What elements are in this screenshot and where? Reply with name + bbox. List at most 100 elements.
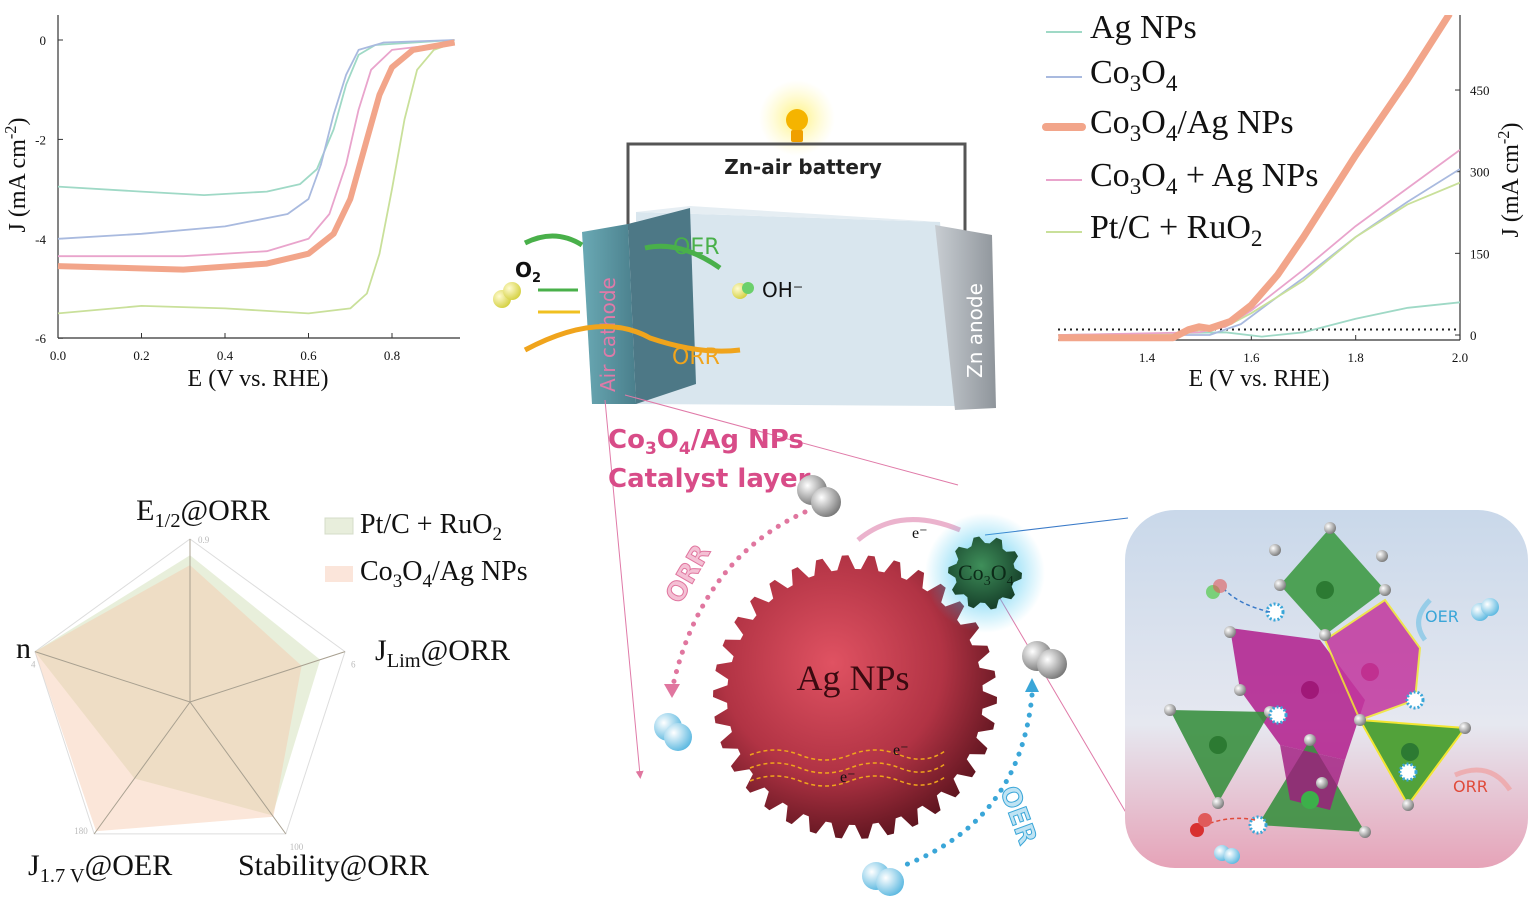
svg-text:Co3O4 + Ag NPs: Co3O4 + Ag NPs xyxy=(1090,157,1318,200)
orr-structure-label: ORR xyxy=(1453,777,1488,796)
y-axis-label: J (mA cm-2) xyxy=(1494,123,1524,238)
ag-nps-label: Ag NPs xyxy=(796,658,909,698)
oer-structure-label: OER xyxy=(1425,607,1459,626)
x-tick-label: 1.4 xyxy=(1139,350,1156,365)
co3o4-gear xyxy=(948,536,1022,610)
hydroxide-label: OH⁻ xyxy=(762,278,803,302)
legend-item-co3o4-ag-composite: Co3O4/Ag NPs xyxy=(1042,104,1294,147)
metal-atom xyxy=(1361,663,1379,681)
hydroxide-molecule-icon xyxy=(654,713,692,751)
legend: Ag NPs Co3O4 Co3O4/Ag NPs Co3O4 + Ag NPs… xyxy=(1042,9,1318,252)
vacancy-site xyxy=(1405,690,1425,710)
metal-atom xyxy=(1301,681,1319,699)
oxygen-atom xyxy=(1379,584,1391,596)
oxygen-atom xyxy=(1269,544,1281,556)
radar-axis xyxy=(93,701,191,835)
vacancy-site xyxy=(1268,705,1288,725)
co3o4-label: Co3O4 xyxy=(958,560,1014,589)
orr-arrow-icon xyxy=(1454,767,1513,792)
catalyst-layer-subtitle: Catalyst layer xyxy=(608,464,811,494)
oxygen-atom xyxy=(1402,799,1414,811)
zn-anode-label: Zn anode xyxy=(963,283,987,378)
y-tick-label: -4 xyxy=(35,232,46,247)
air-cathode-side xyxy=(628,208,696,404)
vacancy-site xyxy=(1248,815,1268,835)
y-tick-label: 300 xyxy=(1470,165,1490,180)
x-axis-label: E (V vs. RHE) xyxy=(1189,366,1330,392)
radar-area-co_ag_composite xyxy=(34,565,302,832)
series-line-co3o4 xyxy=(57,39,455,240)
radar-axis-max-label: 4 xyxy=(31,660,36,670)
oer-arrow xyxy=(644,243,722,271)
legend-swatch-ptc-ruo2 xyxy=(324,517,354,535)
electron-transfer-arrow xyxy=(856,517,961,542)
radar-axis-max-label: 100 xyxy=(290,842,304,852)
orr-arrow xyxy=(523,323,741,354)
x-axis-label: E (V vs. RHE) xyxy=(188,366,329,392)
oxygen-atom xyxy=(1359,826,1371,838)
svg-text:Co3O4/Ag NPs: Co3O4/Ag NPs xyxy=(1090,104,1294,147)
hydroxide-molecule-icon xyxy=(1471,598,1499,621)
svg-text:Pt/C + RuO2: Pt/C + RuO2 xyxy=(1090,209,1262,252)
svg-text:Ag NPs: Ag NPs xyxy=(1090,9,1197,46)
o2-molecule-icon xyxy=(797,475,841,517)
battery-title: Zn-air battery xyxy=(724,155,882,179)
oer-arrow-icon xyxy=(1416,598,1432,642)
tetrahedron xyxy=(1170,710,1270,803)
zn-air-battery-schematic: Zn-air battery Air cathode Zn anode OER … xyxy=(493,80,996,410)
svg-text:Co3O4: Co3O4 xyxy=(1090,54,1178,97)
hydroxide-molecule-icon xyxy=(862,862,904,896)
oxygen-atom xyxy=(1376,550,1388,562)
series-line-ag xyxy=(57,39,455,196)
radar-axis xyxy=(189,651,346,703)
orr-dotted-arrow xyxy=(669,509,808,693)
vacancy-site xyxy=(1398,762,1418,782)
series-line-ptc_ruo2 xyxy=(1058,181,1460,336)
radar-area-ptc_ruo2 xyxy=(34,555,321,816)
oxygen-atom xyxy=(1324,522,1336,534)
y-tick-label: 150 xyxy=(1470,246,1490,261)
oer-label: OER xyxy=(673,235,720,260)
x-tick-label: 0.4 xyxy=(217,348,234,363)
catalyst-layer-title: Co3O4/Ag NPs xyxy=(608,425,804,459)
radar-axis-label-n: n xyxy=(16,632,31,665)
electron-label: e⁻ xyxy=(893,742,909,759)
series-line-co3o4 xyxy=(1058,168,1460,336)
radar-axis-max-label: 180 xyxy=(74,826,88,836)
zoom-line xyxy=(624,394,959,486)
y-tick-label: 0 xyxy=(1470,328,1477,343)
oxygen-atom xyxy=(1234,684,1246,696)
orr-arrowhead-icon xyxy=(664,684,680,698)
series-line-ag xyxy=(1058,301,1460,338)
x-tick-label: 0.2 xyxy=(133,348,149,363)
radar-outline xyxy=(34,538,346,835)
air-cathode xyxy=(582,224,636,404)
oxygen-atom xyxy=(1212,797,1224,809)
hydroxide-icon xyxy=(732,282,754,299)
zn-anode xyxy=(935,225,996,410)
octahedron xyxy=(1280,745,1345,810)
electron-label: e⁻ xyxy=(840,769,856,786)
x-tick-label: 1.6 xyxy=(1243,350,1260,365)
oxygen-atom xyxy=(1164,704,1176,716)
radar-axis-label-stability: Stability@ORR xyxy=(238,849,429,882)
legend-item-co3o4: Co3O4 xyxy=(1046,54,1178,97)
oxygen-atom xyxy=(1319,629,1331,641)
y-tick-label: 450 xyxy=(1470,83,1490,98)
circuit-wire xyxy=(626,142,967,236)
series-line-co_plus_ag xyxy=(58,41,455,258)
y-tick-label: 0 xyxy=(40,33,47,48)
o2-molecule-icon xyxy=(1190,813,1212,837)
electron-label: e⁻ xyxy=(912,525,928,542)
octahedron-highlight xyxy=(1323,598,1422,722)
hydroxide-molecule-icon xyxy=(1214,845,1240,864)
oer-arrowhead-icon xyxy=(1025,678,1039,692)
y-axis-label: J (mA cm-2) xyxy=(1,118,31,233)
legend-item-co3o4-plus-ag: Co3O4 + Ag NPs xyxy=(1046,157,1318,200)
oxygen-atom xyxy=(1274,579,1286,591)
o2-label: O2 xyxy=(515,258,541,286)
electrolyte-top xyxy=(636,206,940,222)
metal-atom xyxy=(1209,736,1227,754)
